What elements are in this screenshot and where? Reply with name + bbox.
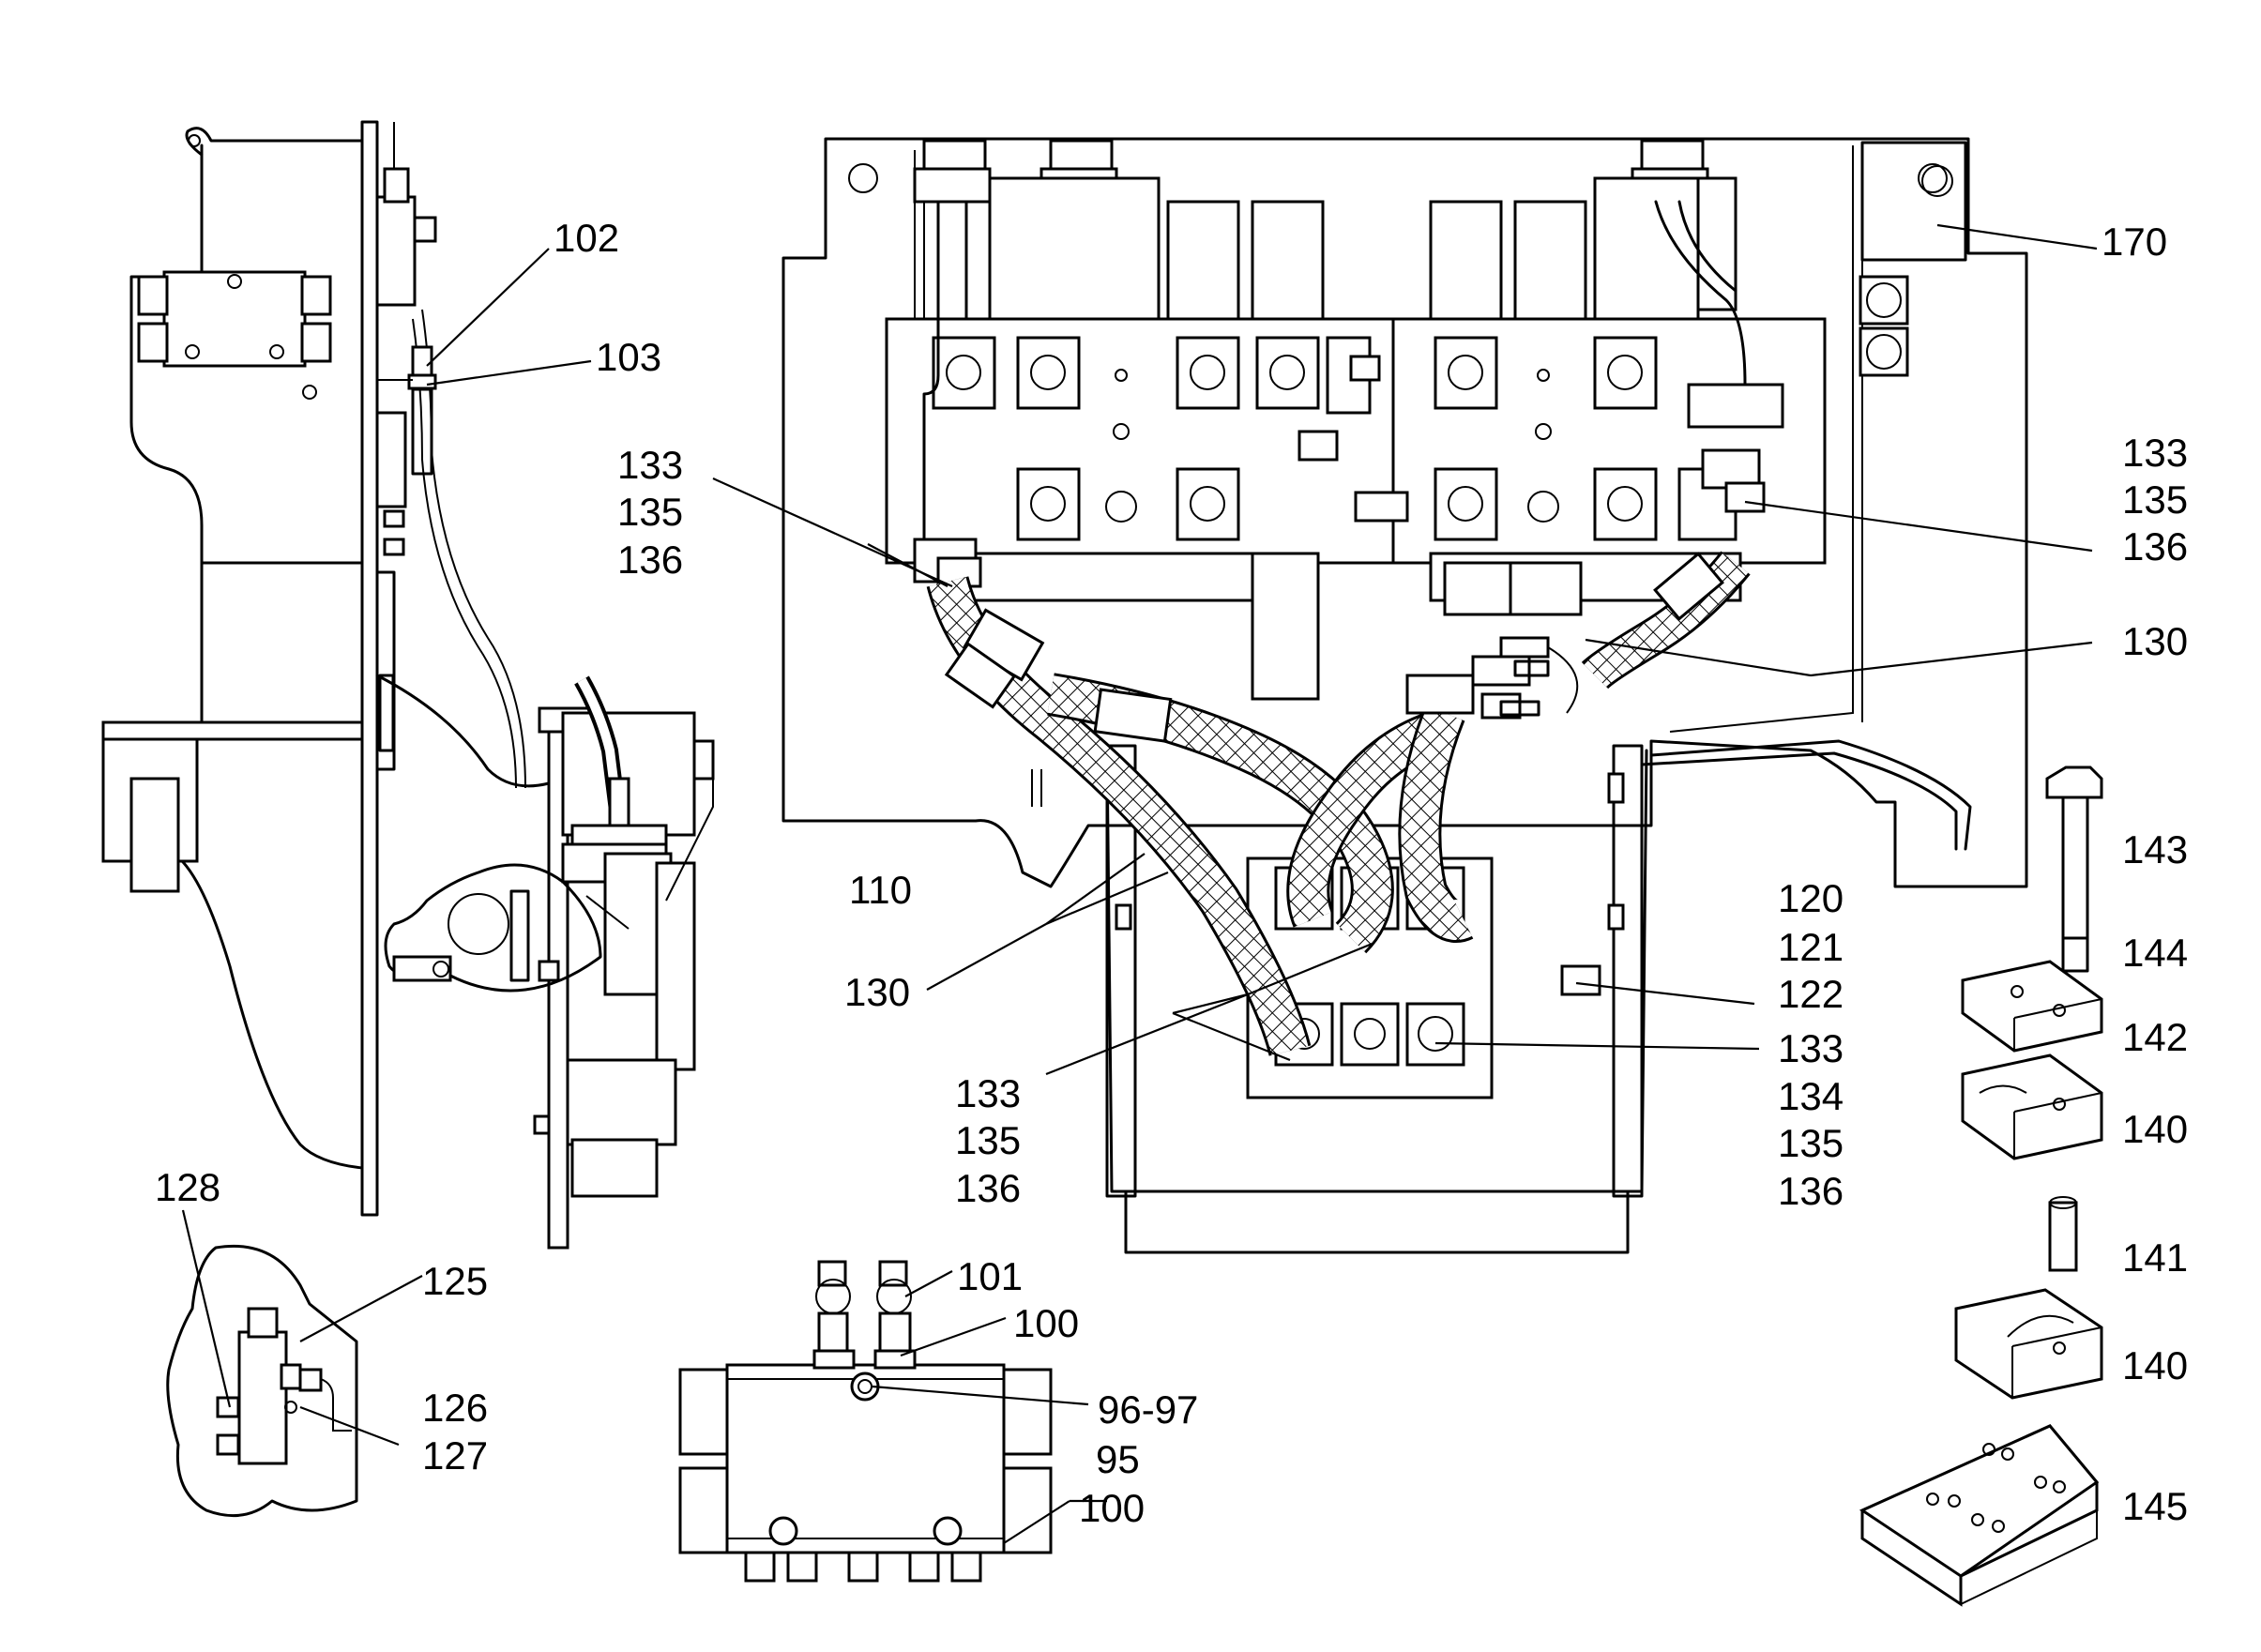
label-140-upper: 140 <box>2122 1107 2188 1151</box>
label-133-left: 133 <box>617 443 683 487</box>
clamp-stack <box>1859 765 2103 1607</box>
label-127: 127 <box>422 1433 488 1478</box>
label-136-center-right: 136 <box>1778 1169 1844 1213</box>
label-121: 121 <box>1778 925 1844 969</box>
label-135-right: 135 <box>2122 477 2188 522</box>
label-143: 143 <box>2122 827 2188 871</box>
label-140-lower: 140 <box>2122 1343 2188 1387</box>
label-136-center-left: 136 <box>955 1166 1021 1210</box>
label-100-upper: 100 <box>1013 1301 1079 1345</box>
label-135-center-right: 135 <box>1778 1121 1844 1165</box>
label-96-97: 96-97 <box>1098 1387 1198 1432</box>
label-101: 101 <box>957 1254 1023 1298</box>
label-136-right: 136 <box>2122 524 2188 568</box>
label-100-lower: 100 <box>1079 1486 1145 1530</box>
detail-125-128 <box>166 1244 358 1518</box>
label-126: 126 <box>422 1386 488 1430</box>
label-120: 120 <box>1778 876 1844 920</box>
label-133-center-right: 133 <box>1778 1026 1844 1070</box>
label-135-center-left: 135 <box>955 1118 1021 1162</box>
left-side-view <box>101 120 715 1250</box>
label-141: 141 <box>2122 1235 2188 1280</box>
label-142: 142 <box>2122 1015 2188 1059</box>
label-133-center-left: 133 <box>955 1071 1021 1115</box>
label-130-right: 130 <box>2122 619 2188 663</box>
label-144: 144 <box>2122 931 2188 975</box>
label-125: 125 <box>422 1259 488 1303</box>
label-102: 102 <box>554 216 619 260</box>
label-110: 110 <box>849 868 912 912</box>
label-133-right: 133 <box>2122 431 2188 475</box>
label-122: 122 <box>1778 972 1844 1016</box>
label-95: 95 <box>1096 1437 1140 1481</box>
main-top-view <box>781 137 2028 1254</box>
label-170: 170 <box>2102 220 2167 264</box>
label-128: 128 <box>155 1165 220 1209</box>
label-103: 103 <box>596 335 661 379</box>
label-135-left: 135 <box>617 490 683 534</box>
label-134: 134 <box>1778 1074 1844 1118</box>
label-145: 145 <box>2122 1484 2188 1528</box>
label-130-left: 130 <box>844 970 910 1014</box>
part-labels: 102 103 170 133 135 136 133 135 136 130 … <box>155 216 2188 1530</box>
label-136-left: 136 <box>617 538 683 582</box>
leader-lines <box>181 223 2098 1544</box>
valve-block-95 <box>678 1260 1053 1583</box>
